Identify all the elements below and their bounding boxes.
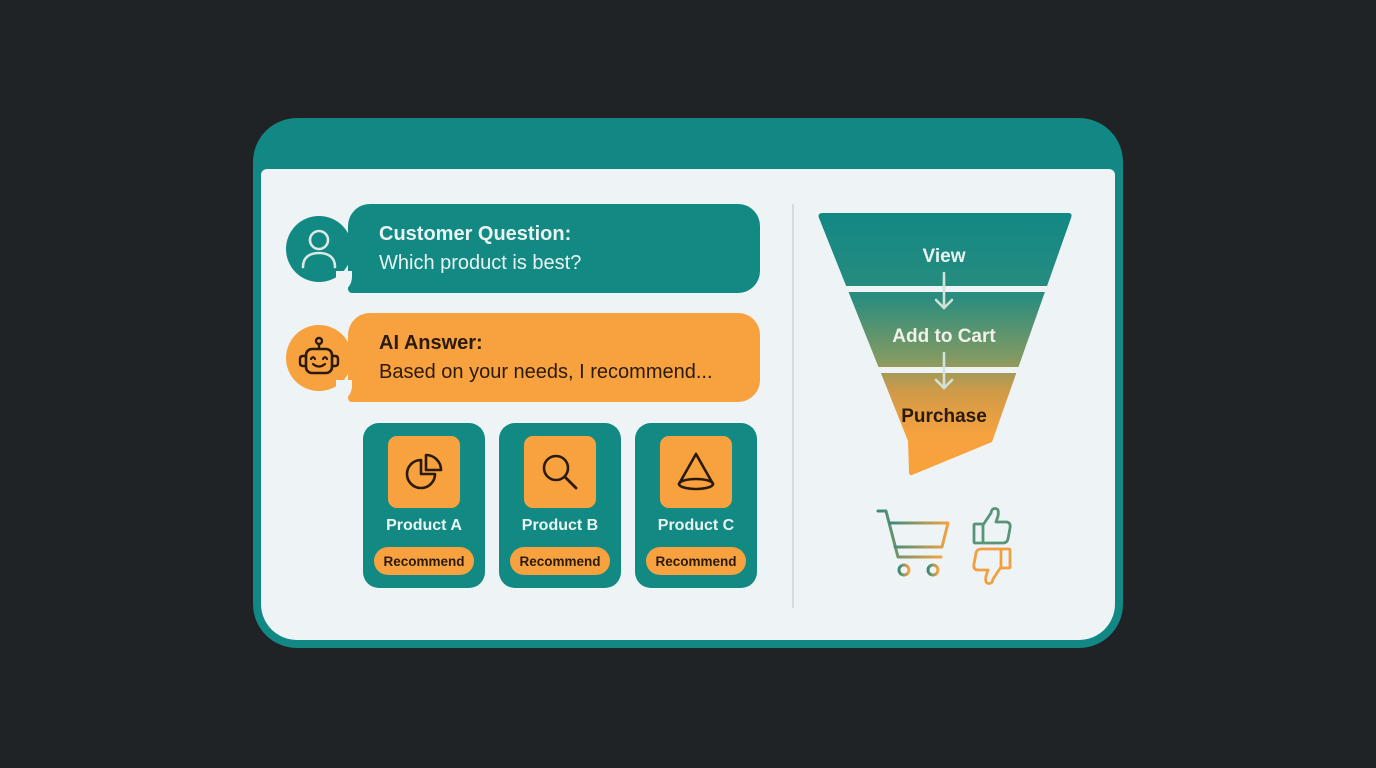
search-icon — [542, 454, 578, 490]
customer-question-text: Which product is best? — [379, 252, 582, 274]
recommend-button[interactable]: Recommend — [374, 547, 474, 575]
funnel-stage-view: View — [922, 246, 966, 267]
content-panel: Customer Question: Which product is best… — [261, 169, 1115, 640]
product-name: Product C — [657, 517, 735, 534]
customer-question-title: Customer Question: — [379, 223, 572, 245]
product-card-a[interactable]: Product A Recommend — [363, 423, 485, 588]
funnel-separator — [817, 286, 1077, 292]
user-icon — [301, 229, 337, 269]
arrow-down-icon — [934, 351, 954, 390]
recommend-button[interactable]: Recommend — [510, 547, 610, 575]
cone-icon — [677, 452, 715, 491]
app-window: Customer Question: Which product is best… — [253, 118, 1123, 648]
funnel-separator — [817, 367, 1077, 373]
product-name: Product B — [521, 517, 599, 534]
product-card-c[interactable]: Product C Recommend — [635, 423, 757, 588]
thumbs-up-icon[interactable] — [972, 507, 1012, 545]
feedback-icons — [876, 507, 1012, 585]
conversion-funnel — [817, 213, 1077, 476]
customer-avatar — [286, 216, 352, 282]
recommend-button[interactable]: Recommend — [646, 547, 746, 575]
ai-answer-text: Based on your needs, I recommend... — [379, 361, 713, 383]
vertical-divider — [792, 204, 794, 608]
robot-icon — [298, 336, 340, 375]
product-icon-box — [660, 436, 732, 508]
customer-question-bubble: Customer Question: Which product is best… — [336, 204, 760, 293]
funnel-stage-purchase: Purchase — [901, 406, 987, 427]
product-card-b[interactable]: Product B Recommend — [499, 423, 621, 588]
ai-answer-bubble: AI Answer: Based on your needs, I recomm… — [336, 313, 760, 402]
product-icon-box — [388, 436, 460, 508]
arrow-down-icon — [934, 271, 954, 310]
shopping-cart-icon — [876, 509, 950, 577]
ai-answer-title: AI Answer: — [379, 332, 483, 354]
product-name: Product A — [386, 517, 462, 534]
thumbs-down-icon[interactable] — [972, 547, 1012, 585]
product-icon-box — [524, 436, 596, 508]
ai-avatar — [286, 325, 352, 391]
funnel-stage-add-to-cart: Add to Cart — [892, 326, 996, 347]
pie-chart-icon — [405, 453, 443, 490]
